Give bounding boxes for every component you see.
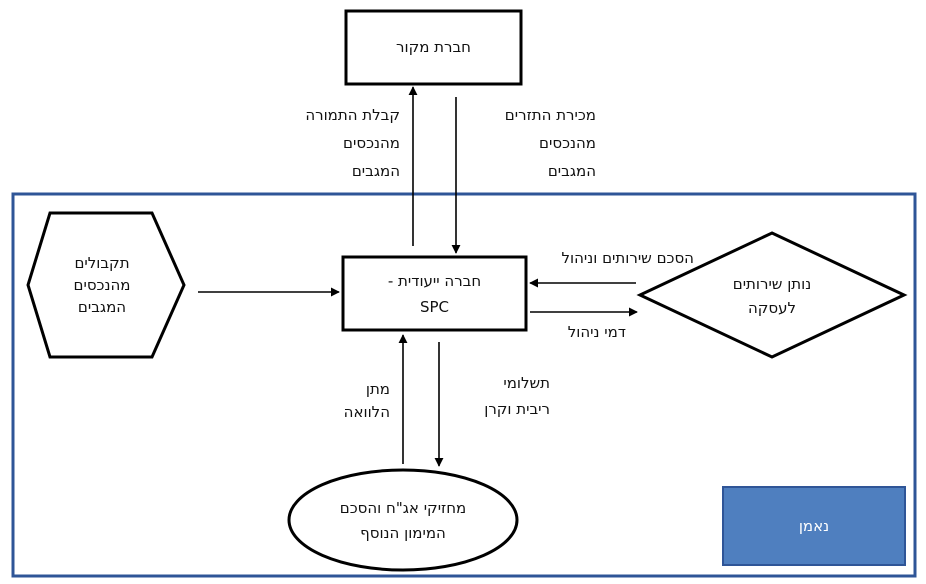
trustee-box bbox=[722, 486, 906, 566]
receivables-label-line1: תקבולים bbox=[74, 254, 130, 272]
service-provider-diamond bbox=[636, 231, 908, 359]
source-company-box bbox=[344, 9, 523, 86]
sale-label-line3: המגבים bbox=[547, 162, 596, 180]
trustee-label: נאמן bbox=[798, 517, 830, 535]
source-company-label: חברת מקור bbox=[396, 38, 471, 56]
management-fees-label: דמי ניהול bbox=[567, 323, 626, 341]
loan-label-line2: הלוואה bbox=[343, 403, 390, 421]
bondholders-ellipse bbox=[287, 468, 519, 572]
receivables-label-line2: מהנכסים bbox=[73, 276, 131, 294]
consideration-label-line2: מהנכסים bbox=[343, 134, 400, 152]
sale-label-line1: מכירת התזרים bbox=[504, 106, 596, 124]
spc-label-line2: SPC bbox=[419, 298, 450, 316]
bondholders-label-line1: מחזיקי אג"ח והסכם bbox=[339, 499, 467, 517]
services-agreement-label: הסכם שירותים וניהול bbox=[561, 249, 694, 267]
consideration-label-line1: קבלת התמורה bbox=[305, 106, 400, 124]
bondholders-label-line2: המימון הנוסף bbox=[360, 524, 446, 542]
service-provider-label-line2: לעסקה bbox=[747, 299, 797, 317]
receivables-label-line3: המגבים bbox=[77, 298, 127, 316]
service-provider-label-line1: נותן שירותים bbox=[732, 275, 812, 293]
spc-label-line1: חברה ייעודית - bbox=[387, 272, 482, 290]
spc-box bbox=[341, 255, 528, 332]
payments-label-line2: ריבית וקרן bbox=[484, 400, 550, 418]
loan-label-line1: מתן bbox=[365, 380, 390, 398]
sale-label-line2: מהנכסים bbox=[539, 134, 596, 152]
consideration-label-line3: המגבים bbox=[351, 162, 400, 180]
receivables-hexagon bbox=[26, 211, 186, 359]
payments-label-line1: תשלומי bbox=[503, 374, 550, 392]
outer-frame bbox=[11, 192, 917, 578]
